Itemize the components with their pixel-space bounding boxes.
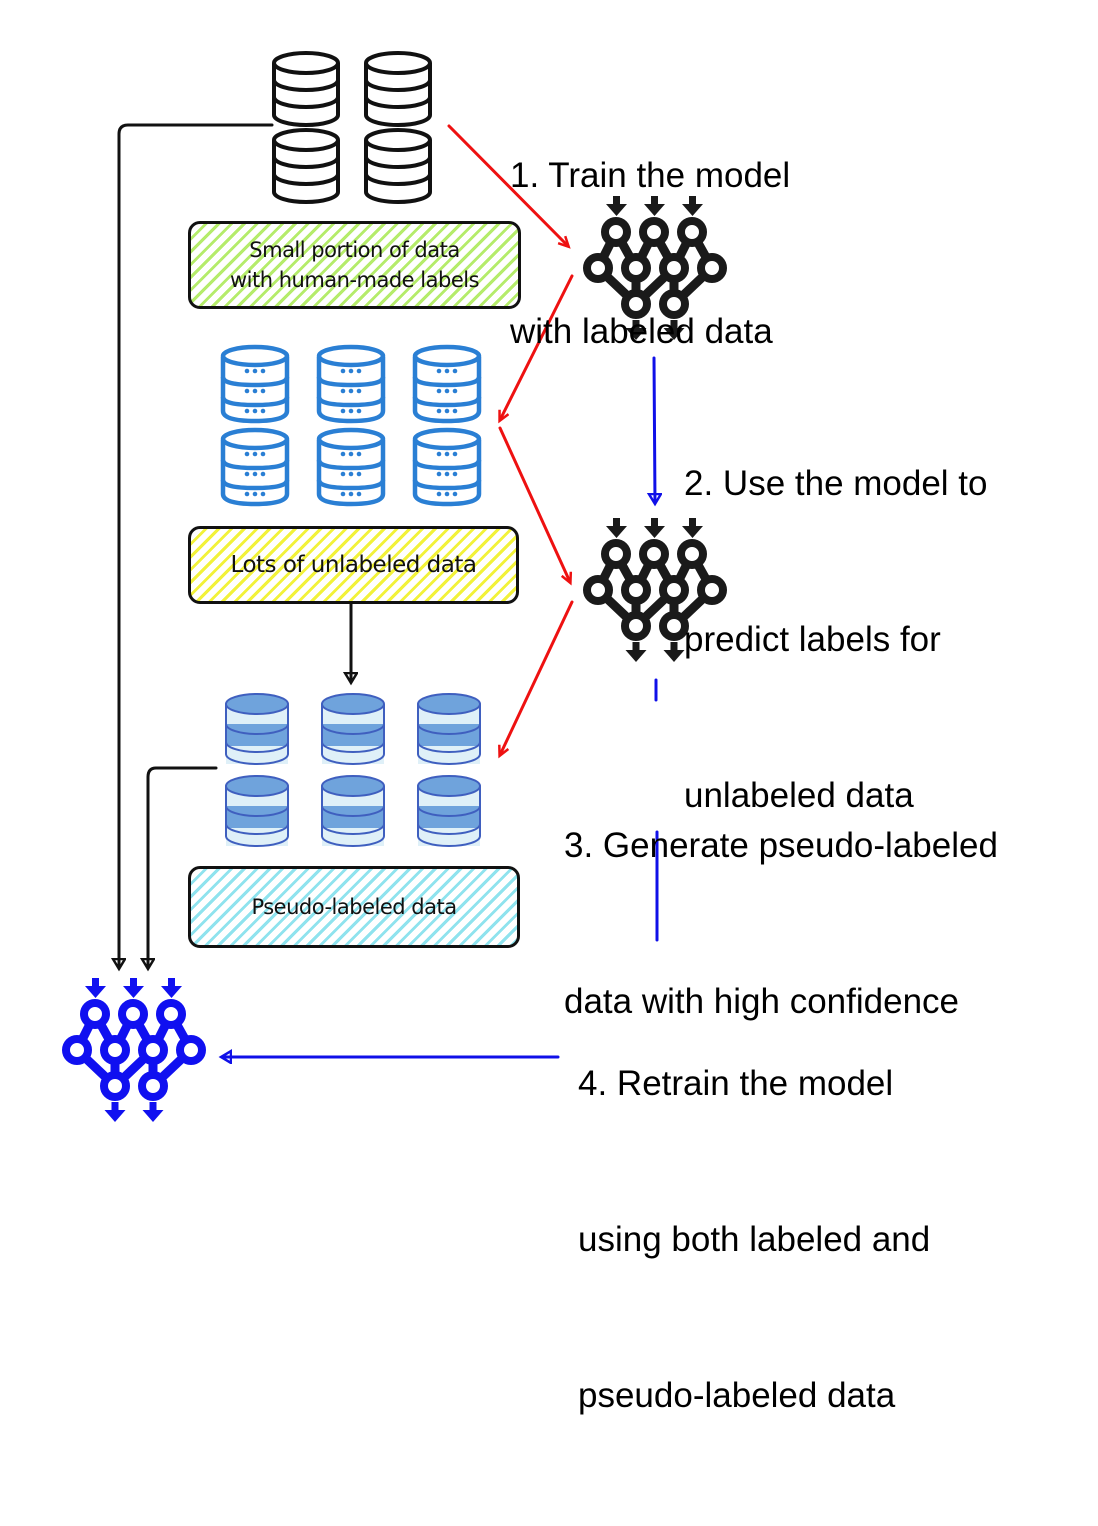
step-3-text: 3. Generate pseudo-labeled data with hig… <box>564 716 998 1132</box>
database-icon <box>364 128 432 204</box>
label-line: Pseudo-labeled data <box>251 895 457 919</box>
database-icon <box>225 693 289 765</box>
step-line: using both labeled and <box>578 1220 931 1259</box>
server-database-icon <box>319 430 383 504</box>
database-icon <box>364 51 432 127</box>
step-line: 4. Retrain the model <box>578 1064 894 1103</box>
database-icon <box>417 693 481 765</box>
step-line: 2. Use the model to <box>684 464 988 503</box>
labeled-data-label: Small portion of data with human-made la… <box>188 221 521 309</box>
database-icon <box>321 775 385 847</box>
pseudo-labeled-databases <box>225 693 481 847</box>
database-icon <box>225 775 289 847</box>
label-line: Small portion of data <box>249 238 460 262</box>
server-database-icon <box>319 347 383 421</box>
step-line: predict labels for <box>684 620 941 659</box>
step-line: unlabeled data <box>684 776 914 815</box>
label-line: Lots of unlabeled data <box>230 552 477 578</box>
server-database-icon <box>415 430 479 504</box>
step-line: 1. Train the model <box>510 156 791 195</box>
database-icon <box>417 775 481 847</box>
neural-network-icon <box>66 978 202 1122</box>
unlabeled-to-model-arrow <box>498 426 570 582</box>
model-to-model-arrow <box>654 356 655 503</box>
pseudo-labeled-data-label: Pseudo-labeled data <box>188 866 520 948</box>
labeled-data-connector <box>119 123 274 968</box>
step-line: with labeled data <box>510 312 773 351</box>
step-2-text: 2. Use the model to predict labels for u… <box>684 354 988 926</box>
server-database-icon <box>223 347 287 421</box>
pseudo-data-connector <box>148 766 218 968</box>
labeled-data-databases <box>272 51 432 204</box>
train-arrow <box>447 124 568 246</box>
step-1-text: 1. Train the model with labeled data <box>510 46 790 462</box>
step-line: 3. Generate pseudo-labeled <box>564 826 998 865</box>
step-4-text: 4. Retrain the model using both labeled … <box>578 954 930 1526</box>
database-icon <box>321 693 385 765</box>
label-line: with human-made labels <box>229 268 480 292</box>
diagram-canvas <box>0 51 1098 1152</box>
generate-pseudo-arrow <box>500 600 574 755</box>
database-icon <box>272 128 340 204</box>
server-database-icon <box>223 430 287 504</box>
unlabeled-data-databases <box>223 347 479 504</box>
step-line: pseudo-labeled data <box>578 1376 896 1415</box>
predict-arrow <box>500 274 574 420</box>
server-database-icon <box>415 347 479 421</box>
step-line: data with high confidence <box>564 982 959 1021</box>
unlabeled-data-label: Lots of unlabeled data <box>188 526 519 604</box>
semi-supervised-learning-diagram: Small portion of data with human-made la… <box>0 46 1098 1415</box>
database-icon <box>272 51 340 127</box>
